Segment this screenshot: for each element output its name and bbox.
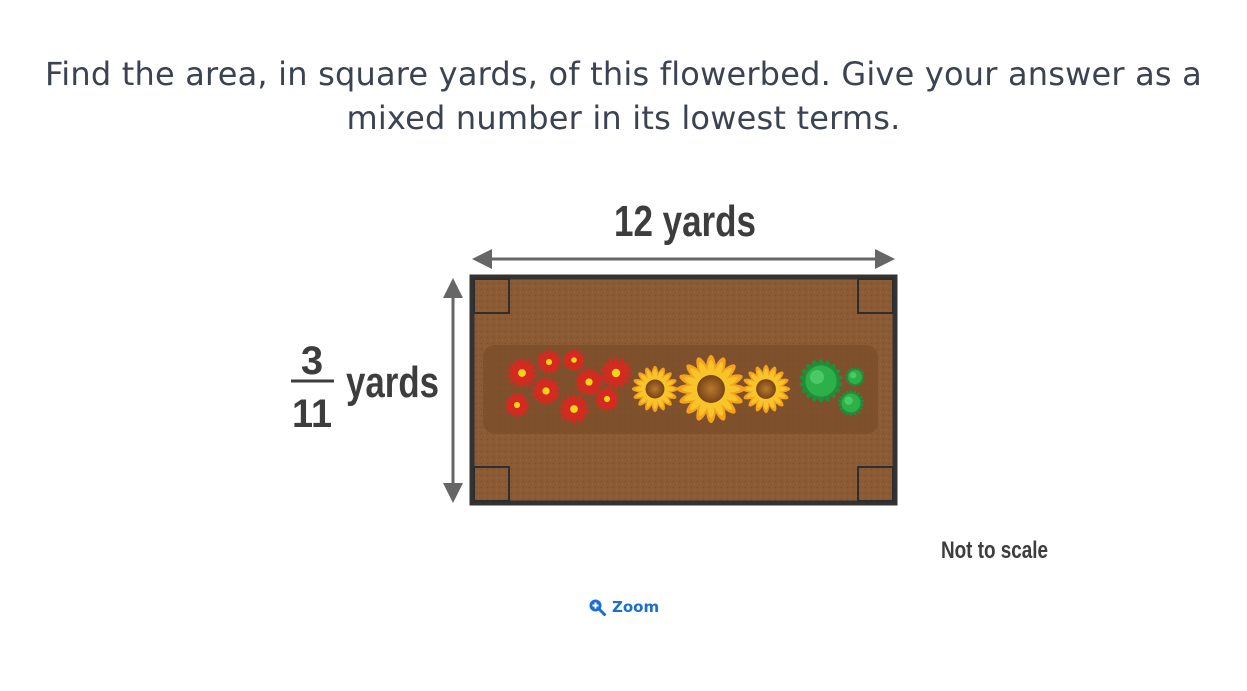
corner-post — [473, 466, 510, 502]
red-flower — [532, 376, 560, 406]
question-line-2: mixed number in its lowest terms. — [346, 99, 901, 137]
red-flower — [558, 393, 590, 425]
red-flower — [575, 367, 603, 397]
height-dimension-arrow — [443, 278, 463, 503]
red-flower — [599, 356, 633, 390]
green-shrub — [845, 367, 865, 387]
height-label: 3 11 yards — [291, 339, 439, 436]
red-flower — [563, 349, 585, 371]
height-numerator: 3 — [301, 339, 323, 383]
sunflower — [631, 365, 679, 413]
corner-post — [473, 278, 510, 314]
height-unit: yards — [346, 358, 439, 407]
flowers — [505, 349, 865, 425]
zoom-button[interactable]: Zoom — [588, 598, 659, 616]
green-shrub — [837, 389, 865, 417]
red-flower — [537, 349, 561, 375]
red-flower — [505, 392, 529, 418]
corner-post — [857, 466, 894, 502]
question-line-1: Find the area, in square yards, of this … — [45, 55, 1202, 93]
width-label: 12 yards — [614, 197, 756, 246]
height-denominator: 11 — [292, 392, 332, 436]
red-flower — [595, 386, 619, 412]
scale-note: Not to scale — [941, 537, 1048, 564]
sunflower — [676, 354, 746, 424]
red-flower — [506, 357, 538, 389]
sunflower — [741, 364, 791, 414]
question-text: Find the area, in square yards, of this … — [0, 52, 1247, 140]
green-shrub — [799, 359, 843, 403]
corner-post — [857, 278, 894, 314]
zoom-in-icon — [589, 599, 606, 616]
width-dimension-arrow — [472, 249, 895, 269]
zoom-label: Zoom — [612, 598, 660, 616]
